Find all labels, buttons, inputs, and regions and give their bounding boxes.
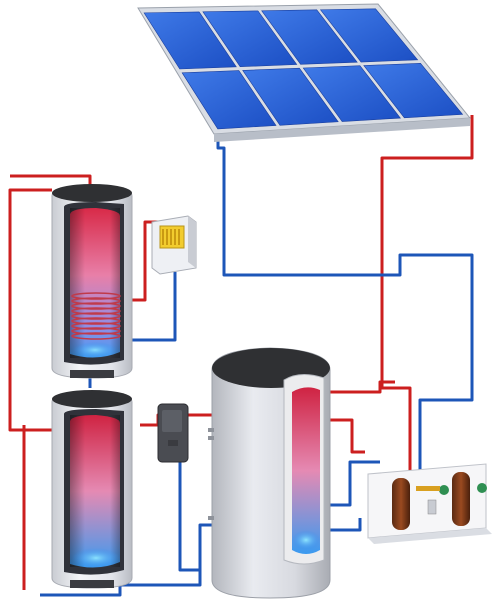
- solar-cell: [261, 9, 358, 65]
- buffer-hot-pipe: [330, 380, 395, 394]
- upper-tank-foot: [70, 370, 114, 378]
- electronic-controller: [151, 215, 197, 275]
- upper-tank-cap: [52, 184, 132, 202]
- solar-cell: [363, 63, 464, 119]
- coil-loop: [71, 332, 121, 340]
- solar-cell: [143, 11, 237, 70]
- coil-loop: [71, 317, 121, 325]
- lower-tank-cap: [52, 390, 132, 408]
- solar-cell: [202, 10, 298, 67]
- controller-cold-pipe: [132, 272, 177, 342]
- coil-loop: [71, 302, 121, 310]
- solar-collector-array: [137, 3, 471, 142]
- pump-right-valve: [477, 483, 487, 493]
- pump-right-cylinder: [452, 472, 470, 526]
- solar-cell: [302, 65, 401, 122]
- collector-cells: [143, 8, 464, 130]
- coil-loop: [71, 327, 121, 335]
- upper-storage-tank: [51, 184, 133, 379]
- coil-loop: [71, 322, 121, 330]
- boiler-down-pipe: [178, 462, 200, 572]
- coil-loop: [71, 307, 121, 315]
- collector-edge: [214, 118, 470, 142]
- lower-tank-cold-pipe: [40, 523, 212, 597]
- buffer-mid-hot-pipe: [330, 418, 365, 454]
- solar-cell: [319, 8, 419, 63]
- solar-cell: [181, 70, 277, 130]
- collector-hot-pipe: [380, 115, 474, 470]
- coil-loop: [71, 297, 121, 305]
- buffer-tank-water: [292, 387, 320, 554]
- buffer-tank: [208, 347, 331, 599]
- upper-tank-hot-pipe: [8, 188, 52, 432]
- pump-left-cylinder: [392, 478, 410, 530]
- collector-cold-pipe: [216, 138, 474, 470]
- pump-left-valve: [439, 485, 449, 495]
- heat-exchanger-coil: [71, 292, 121, 340]
- pump-station: [367, 463, 492, 544]
- buffer-cold-pipe: [330, 460, 380, 507]
- buffer-low-cold-pipe: [330, 518, 362, 532]
- coil-loop: [71, 312, 121, 320]
- lower-storage-tank: [51, 390, 133, 589]
- boiler-control-unit: [157, 403, 189, 463]
- lower-tank-foot: [70, 580, 114, 588]
- coil-loop: [71, 292, 121, 300]
- buffer-tank-sensor-ports: [208, 428, 214, 520]
- piping-network: [8, 115, 474, 597]
- solar-cell: [242, 67, 339, 126]
